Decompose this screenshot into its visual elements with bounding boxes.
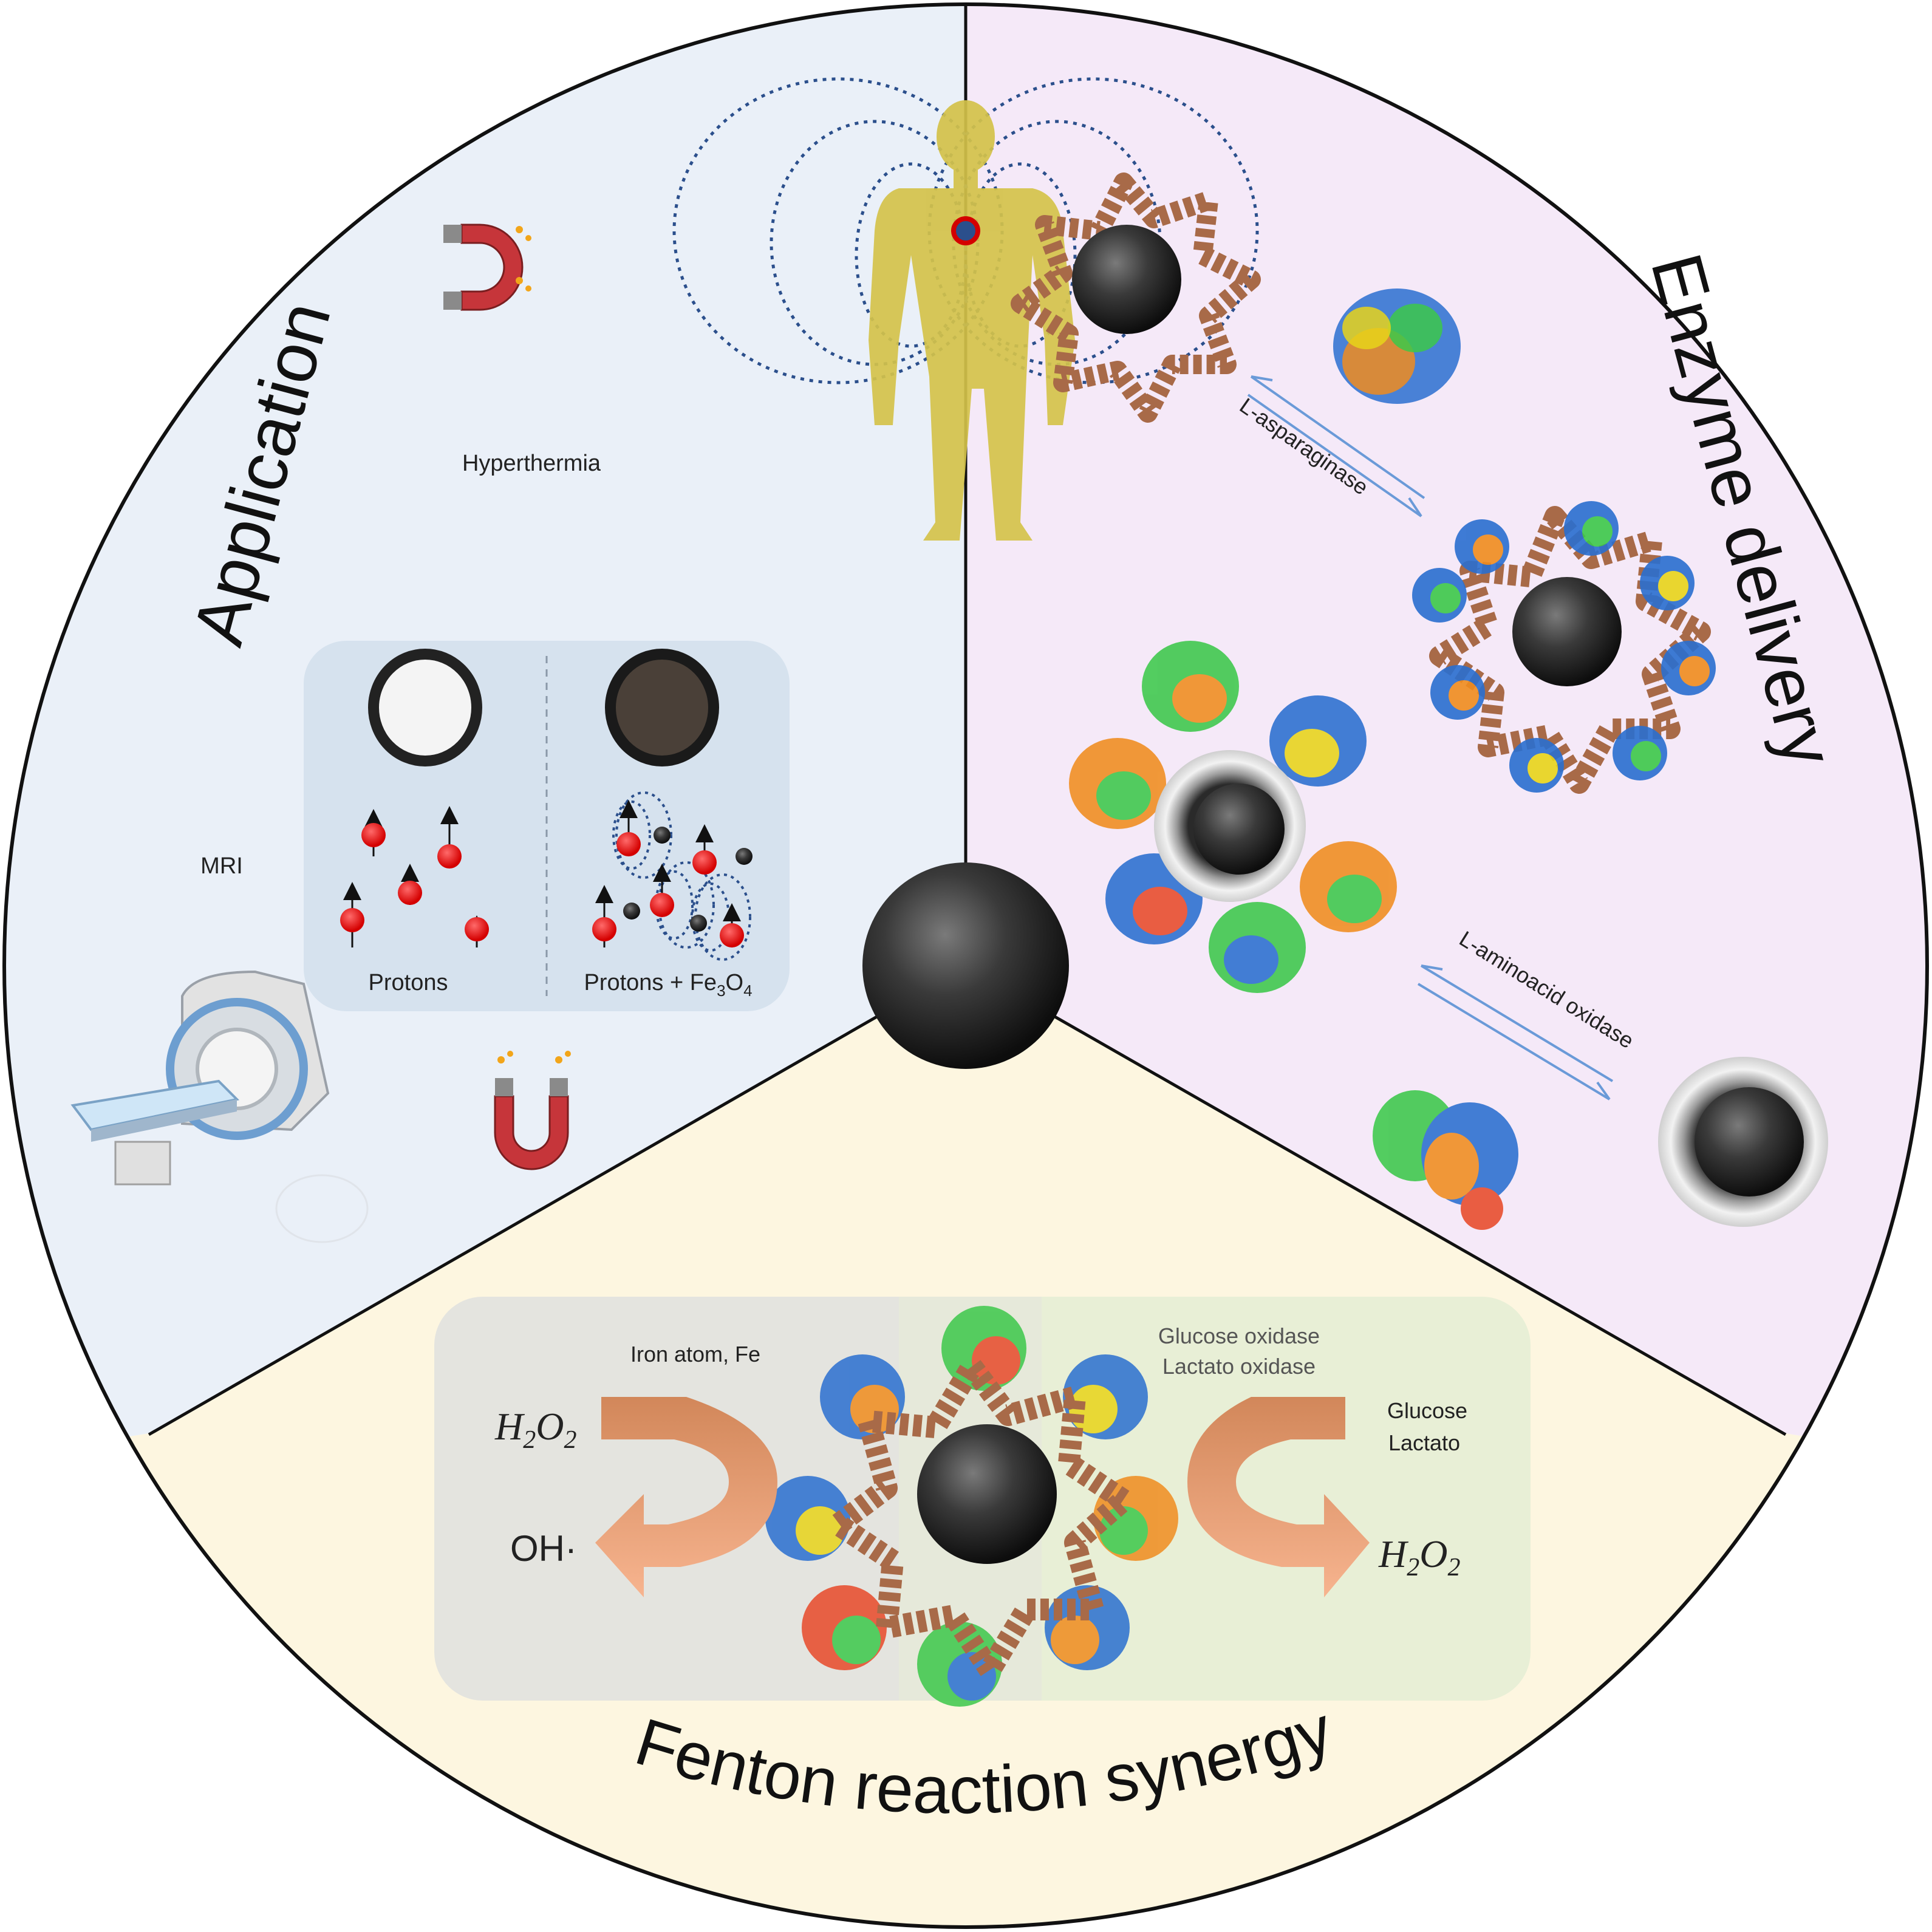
oxidase-loaded-nanoparticle [1069,641,1397,993]
protons-left [340,806,489,947]
shell-nanoparticle [1011,172,1261,423]
enzyme-loaded-nanoparticle [1412,501,1716,794]
protons-label: Protons [369,970,448,995]
reaction-arrow-left [595,1397,777,1597]
spark-icon-2 [497,1051,571,1063]
mri-label: MRI [200,853,243,879]
iron-atom-label: Iron atom, Fe [630,1342,760,1367]
reversible-arrow-1 [1247,375,1425,517]
glucose-label: Glucose [1387,1398,1467,1423]
magnet-icon [443,224,524,311]
protons-fe-label: Protons + Fe3O4 [584,970,752,1000]
mri-scanner-icon [70,970,330,1186]
spark-icon [516,226,531,292]
composite-nanoparticle [765,1306,1178,1707]
protons-right [592,791,753,961]
oh-radical: OH· [510,1528,577,1569]
haloed-nanoparticle [1658,1057,1828,1227]
central-nanoparticle [862,862,1069,1069]
h2o2-right: H2O2 [1378,1532,1460,1582]
glucose-oxidase-label: Glucose oxidase [1158,1323,1320,1348]
hyperthermia-label: Hyperthermia [462,451,601,476]
lactato-oxidase-label: Lactato oxidase [1162,1354,1316,1379]
magnet-icon-2 [494,1078,569,1170]
reversible-arrow-2 [1417,964,1614,1101]
nanoparticle-heart [951,216,980,245]
reaction-arrow-right [1187,1397,1370,1597]
h2o2-left: H2O2 [494,1405,576,1454]
protein-icon-2 [1373,1090,1518,1230]
lactato-label: Lactato [1388,1430,1460,1455]
human-body-icon [869,100,1075,541]
mri-dark-image [605,649,719,766]
mri-bright-image [368,649,482,766]
protein-icon [1333,288,1461,404]
